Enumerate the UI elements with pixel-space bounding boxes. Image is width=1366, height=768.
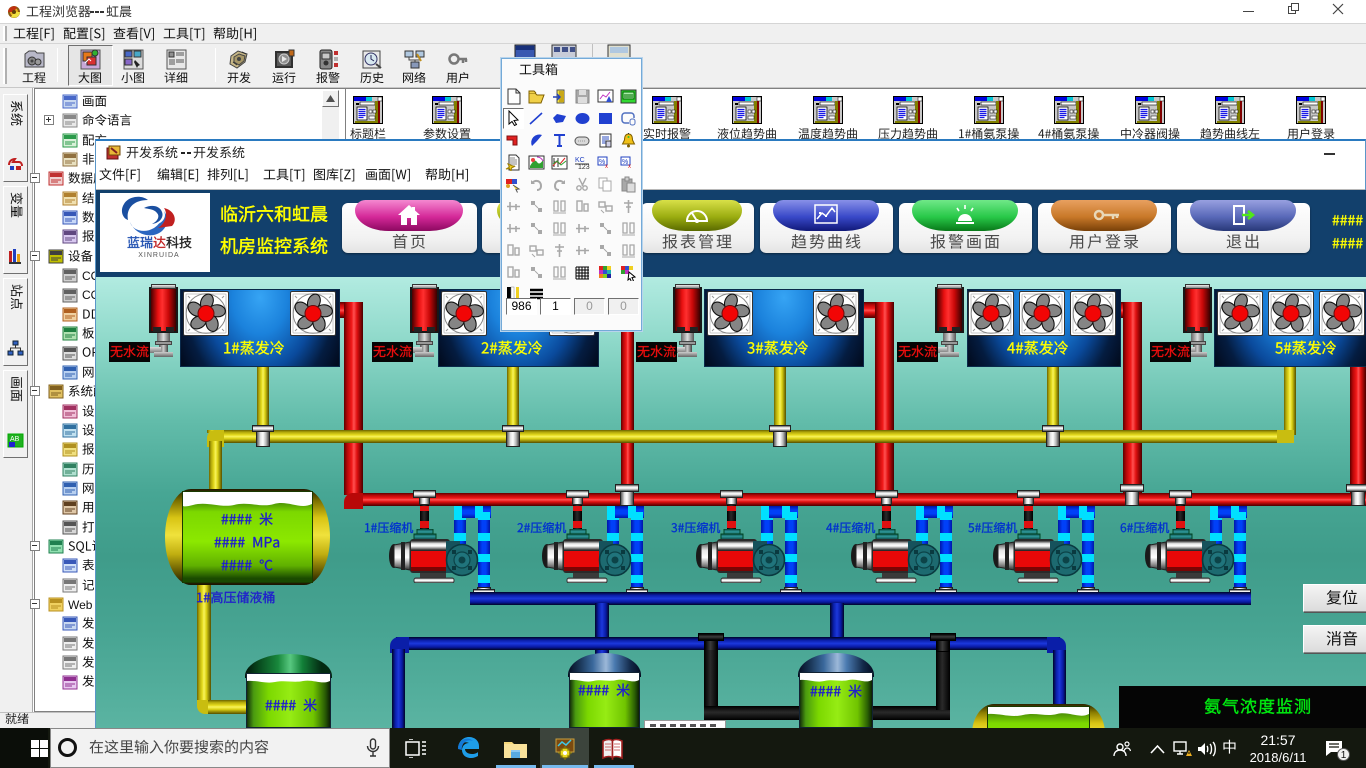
svg-text:%: % bbox=[599, 159, 605, 166]
svg-text:%: % bbox=[622, 159, 628, 166]
svg-text:KC: KC bbox=[575, 157, 585, 164]
svg-text:x: x bbox=[628, 164, 631, 170]
svg-text:AB: AB bbox=[10, 436, 20, 443]
svg-text:123: 123 bbox=[578, 164, 590, 171]
svg-text:x: x bbox=[605, 164, 608, 170]
